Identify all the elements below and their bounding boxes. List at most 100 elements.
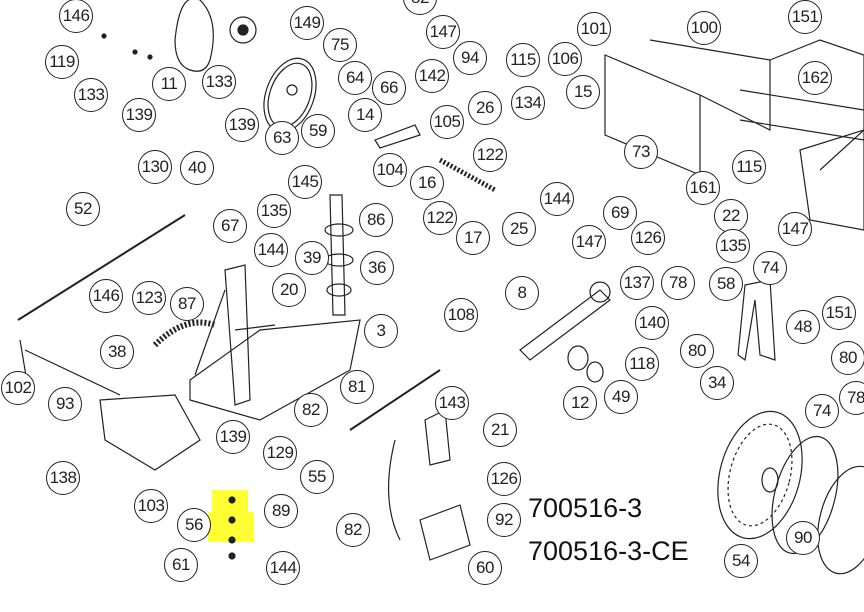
callout-40: 40 bbox=[180, 151, 214, 185]
model-number: 700516-3 bbox=[528, 493, 643, 523]
callout-82: 82 bbox=[336, 513, 370, 547]
callout-80: 80 bbox=[831, 341, 864, 375]
callout-20: 20 bbox=[272, 273, 306, 307]
callout-118: 118 bbox=[625, 347, 659, 381]
callout-135: 135 bbox=[716, 229, 750, 263]
callout-105: 105 bbox=[430, 105, 464, 139]
callout-48: 48 bbox=[786, 310, 820, 344]
callout-8: 8 bbox=[505, 276, 539, 310]
callout-140: 140 bbox=[635, 306, 669, 340]
callout-161: 161 bbox=[686, 171, 720, 205]
model-number-ce: 700516-3-CE bbox=[528, 536, 689, 566]
callout-146: 146 bbox=[89, 279, 123, 313]
callout-86: 86 bbox=[359, 203, 393, 237]
callout-87: 87 bbox=[170, 287, 204, 321]
callout-61: 61 bbox=[164, 548, 198, 582]
callout-36: 36 bbox=[360, 251, 394, 285]
linkage-parts bbox=[349, 124, 611, 561]
callout-103: 103 bbox=[134, 489, 168, 523]
callout-3: 3 bbox=[364, 314, 398, 348]
callout-146: 146 bbox=[59, 0, 93, 33]
callout-12: 12 bbox=[563, 386, 597, 420]
callout-147: 147 bbox=[426, 15, 460, 49]
callout-135: 135 bbox=[257, 194, 291, 228]
callout-115: 115 bbox=[506, 43, 540, 77]
highlight-marks bbox=[208, 490, 254, 542]
callout-11: 11 bbox=[152, 67, 186, 101]
callout-38: 38 bbox=[100, 335, 134, 369]
callout-82: 82 bbox=[294, 393, 328, 427]
callout-122: 122 bbox=[473, 138, 507, 172]
callout-139: 139 bbox=[216, 420, 250, 454]
callout-139: 139 bbox=[122, 98, 156, 132]
callout-129: 129 bbox=[263, 436, 297, 470]
callout-39: 39 bbox=[295, 241, 329, 275]
callout-147: 147 bbox=[778, 212, 812, 246]
callout-59: 59 bbox=[301, 114, 335, 148]
callout-133: 133 bbox=[202, 65, 236, 99]
callout-63: 63 bbox=[265, 121, 299, 155]
callout-89: 89 bbox=[264, 494, 298, 528]
callout-130: 130 bbox=[138, 150, 172, 184]
callout-139: 139 bbox=[225, 108, 259, 142]
callout-104: 104 bbox=[373, 153, 407, 187]
callout-108: 108 bbox=[444, 298, 478, 332]
callout-151: 151 bbox=[788, 0, 822, 34]
callout-144: 144 bbox=[254, 233, 288, 267]
callout-94: 94 bbox=[453, 41, 487, 75]
callout-101: 101 bbox=[577, 12, 611, 46]
callout-147: 147 bbox=[572, 225, 606, 259]
callout-138: 138 bbox=[46, 461, 80, 495]
callout-133: 133 bbox=[74, 78, 108, 112]
callout-56: 56 bbox=[177, 508, 211, 542]
callout-119: 119 bbox=[45, 45, 79, 79]
callout-143: 143 bbox=[435, 386, 469, 420]
callout-78: 78 bbox=[661, 266, 695, 300]
callout-73: 73 bbox=[624, 135, 658, 169]
callout-142: 142 bbox=[415, 59, 449, 93]
callout-66: 66 bbox=[372, 71, 406, 105]
callout-22: 22 bbox=[714, 199, 748, 233]
callout-126: 126 bbox=[631, 221, 665, 255]
callout-64: 64 bbox=[338, 61, 372, 95]
callout-149: 149 bbox=[290, 6, 324, 40]
callout-126: 126 bbox=[487, 462, 521, 496]
callout-137: 137 bbox=[620, 266, 654, 300]
callout-122: 122 bbox=[423, 201, 457, 235]
callout-78: 78 bbox=[839, 381, 864, 415]
callout-58: 58 bbox=[709, 267, 743, 301]
callout-16: 16 bbox=[410, 166, 444, 200]
callout-151: 151 bbox=[822, 296, 856, 330]
callout-15: 15 bbox=[566, 75, 600, 109]
callout-21: 21 bbox=[483, 413, 517, 447]
callout-54: 54 bbox=[724, 544, 758, 578]
callout-144: 144 bbox=[540, 182, 574, 216]
callout-75: 75 bbox=[323, 28, 357, 62]
callout-14: 14 bbox=[348, 98, 382, 132]
callout-34: 34 bbox=[700, 366, 734, 400]
callout-49: 49 bbox=[604, 380, 638, 414]
callout-52: 52 bbox=[66, 192, 100, 226]
callout-55: 55 bbox=[300, 460, 334, 494]
callout-106: 106 bbox=[548, 42, 582, 76]
callout-100: 100 bbox=[687, 11, 721, 45]
callout-25: 25 bbox=[502, 212, 536, 246]
callout-81: 81 bbox=[340, 370, 374, 404]
callout-93: 93 bbox=[48, 387, 82, 421]
frame-assembly bbox=[17, 194, 361, 471]
callout-80: 80 bbox=[680, 334, 714, 368]
callout-115: 115 bbox=[732, 150, 766, 184]
callout-134: 134 bbox=[511, 86, 545, 120]
callout-123: 123 bbox=[132, 281, 166, 315]
callout-74: 74 bbox=[805, 394, 839, 428]
callout-74: 74 bbox=[753, 251, 787, 285]
callout-102: 102 bbox=[1, 371, 35, 405]
callout-67: 67 bbox=[213, 209, 247, 243]
callout-144: 144 bbox=[266, 551, 300, 585]
callout-69: 69 bbox=[603, 196, 637, 230]
callout-17: 17 bbox=[456, 221, 490, 255]
callout-60: 60 bbox=[468, 551, 502, 585]
callout-145: 145 bbox=[288, 165, 322, 199]
callout-90: 90 bbox=[786, 521, 820, 555]
